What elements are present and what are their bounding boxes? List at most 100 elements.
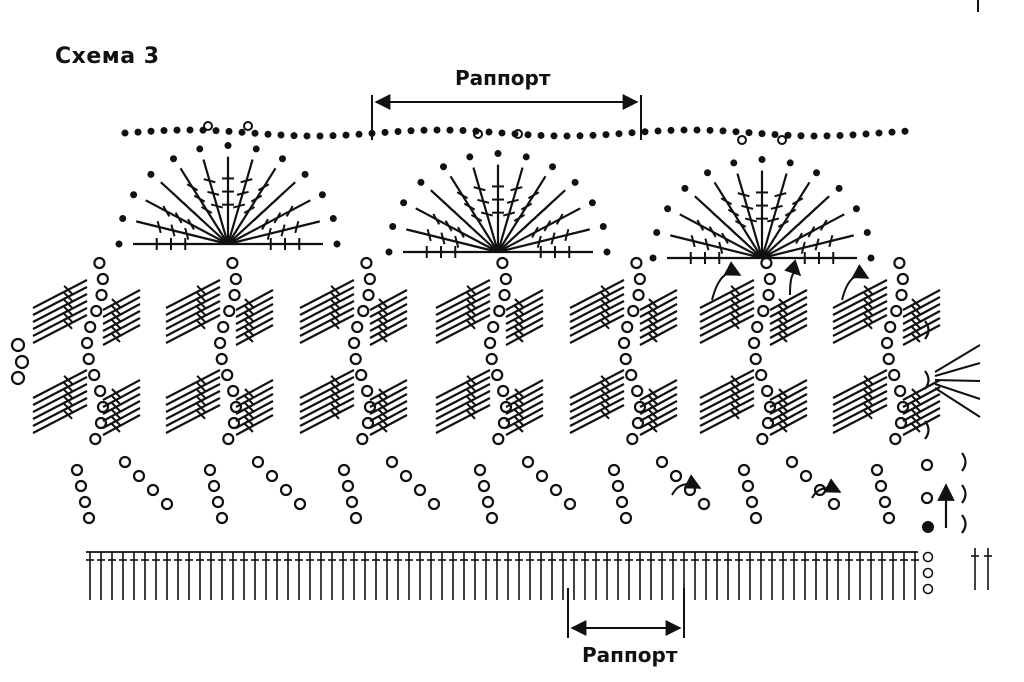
stitch-bar xyxy=(243,206,256,214)
stitch-bar xyxy=(196,285,206,295)
lattice-stitch xyxy=(299,369,355,399)
stitch-bar xyxy=(648,409,658,419)
stitch-bar xyxy=(716,215,727,226)
chain-loop xyxy=(669,469,683,483)
chain-loop xyxy=(132,469,146,483)
row-bracket xyxy=(961,452,967,472)
chain-loop xyxy=(882,352,895,366)
stitch-bar xyxy=(280,224,286,237)
stitch-bar xyxy=(807,206,818,217)
stitch-bar xyxy=(330,292,340,302)
stitch-bar xyxy=(600,320,610,330)
stitch-bar xyxy=(378,305,388,315)
picot-dot xyxy=(329,215,337,223)
stitch-bar xyxy=(730,396,740,406)
lattice-stitch xyxy=(902,317,941,339)
stitch-bar xyxy=(911,409,921,419)
chain-dot xyxy=(225,127,233,135)
stitch-bar xyxy=(911,402,921,412)
stitch-bar xyxy=(514,333,524,343)
lattice-stitch xyxy=(505,407,544,429)
chain-loop xyxy=(477,479,491,493)
chain-loop xyxy=(499,400,513,414)
lattice-stitch xyxy=(569,279,625,309)
lattice-stitch xyxy=(235,310,274,332)
stitch-bar xyxy=(690,234,696,248)
stitch-bar xyxy=(378,402,388,412)
chain-dot xyxy=(524,131,532,139)
chain-dot xyxy=(797,132,805,140)
stitch-bar xyxy=(600,403,610,413)
chain-loop xyxy=(697,497,711,511)
stitch-bar xyxy=(730,410,740,420)
lattice-stitch xyxy=(102,296,141,318)
lattice-stitch xyxy=(435,279,491,309)
chain-loop xyxy=(229,272,242,286)
lattice-stitch xyxy=(902,324,941,346)
lattice-stitch xyxy=(769,289,808,311)
picot-dot xyxy=(588,199,596,207)
chain-dot xyxy=(849,131,857,139)
lattice-stitch xyxy=(699,404,755,434)
chain-dot xyxy=(693,126,701,134)
chain-dot xyxy=(446,126,454,134)
stitch-bar xyxy=(708,226,717,238)
stitch-bar xyxy=(730,403,740,413)
stitch-bar xyxy=(111,388,121,398)
chain-loop xyxy=(761,416,775,430)
picot-dot xyxy=(653,229,661,237)
turn-arrow xyxy=(784,259,802,296)
lattice-stitch xyxy=(769,303,808,325)
stitch-bar xyxy=(600,285,610,295)
chain-loop xyxy=(619,511,633,525)
stitch-bar xyxy=(863,410,873,420)
chain-loop xyxy=(630,256,643,270)
stitch-bar xyxy=(196,382,206,392)
lattice-stitch xyxy=(32,279,88,309)
chain-loop xyxy=(549,483,563,497)
lattice-stitch xyxy=(902,400,941,422)
stitch-bar xyxy=(111,312,121,322)
chain-loop xyxy=(215,511,229,525)
stitch-bar xyxy=(778,388,788,398)
chain-dot xyxy=(121,129,129,137)
chain-loop xyxy=(228,288,241,302)
chain-loop xyxy=(896,272,909,286)
chain-loop xyxy=(890,304,903,318)
stitch-bar xyxy=(648,402,658,412)
picot-dot xyxy=(417,178,425,186)
stitch-bar xyxy=(863,292,873,302)
stitch-bar xyxy=(564,228,570,242)
lattice-stitch xyxy=(832,293,888,323)
chain-loop xyxy=(607,463,621,477)
picot-dot xyxy=(649,254,657,262)
lattice-stitch xyxy=(639,414,678,436)
chain-loop xyxy=(10,337,26,353)
chain-loop xyxy=(481,495,495,509)
lattice-stitch xyxy=(32,376,88,406)
stitch-bar xyxy=(244,326,254,336)
chain-loop xyxy=(896,400,910,414)
picot-dot xyxy=(730,159,738,167)
chain-loop xyxy=(880,336,894,350)
stitch-bar xyxy=(244,409,254,419)
lattice-stitch xyxy=(832,376,888,406)
fan-stitch xyxy=(761,181,811,259)
chain-loop xyxy=(94,416,108,430)
lattice-stitch xyxy=(165,404,221,434)
slip-stitch-dot xyxy=(922,521,934,533)
stitch-bar xyxy=(452,209,463,220)
fan-stitch xyxy=(760,173,788,259)
picot-dot xyxy=(549,163,556,171)
stitch-bar xyxy=(911,423,921,433)
stitch-bar xyxy=(244,416,254,426)
stitch-bar xyxy=(162,205,171,217)
chain-loop xyxy=(625,368,638,382)
lattice-stitch xyxy=(505,289,544,311)
stitch-bar xyxy=(863,285,873,295)
lattice-stitch xyxy=(299,376,355,406)
stitch-bar xyxy=(172,192,183,203)
lattice-stitch xyxy=(369,296,408,318)
lattice-stitch xyxy=(369,324,408,346)
picot-dot xyxy=(196,145,204,153)
